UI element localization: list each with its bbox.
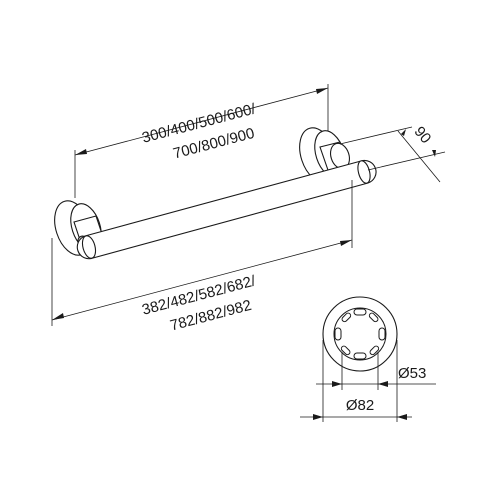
grab-bar	[54, 127, 377, 260]
inner-diameter-label: Ø53	[398, 365, 426, 382]
rosette-diameter-label: Ø82	[346, 397, 374, 414]
rosette-front-view: Ø53 Ø82	[300, 296, 436, 422]
projection-label: 90	[411, 123, 435, 147]
mounting-slots	[334, 308, 386, 360]
right-rosette	[299, 127, 351, 183]
bar-tube	[76, 159, 377, 260]
